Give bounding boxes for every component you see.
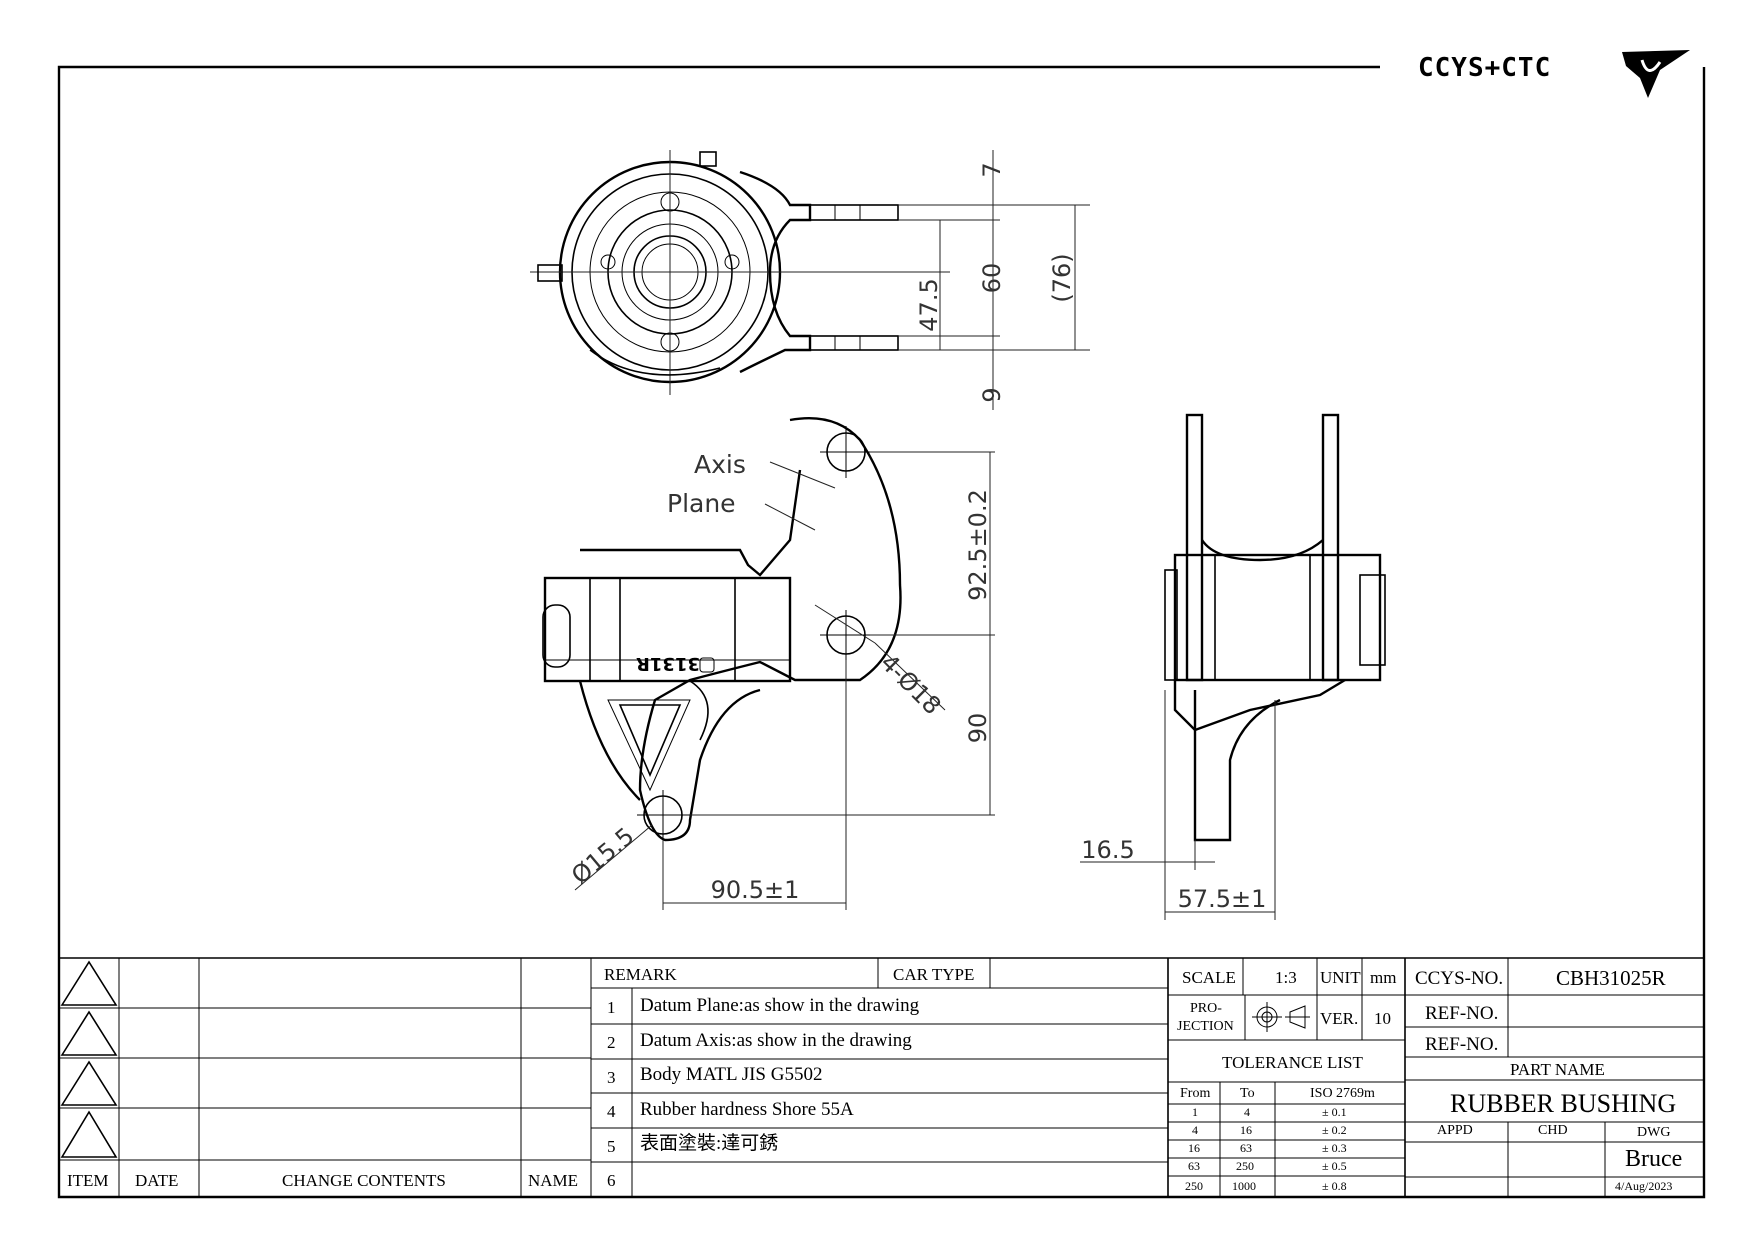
front-view bbox=[542, 417, 995, 910]
ver-value: 10 bbox=[1374, 1009, 1391, 1028]
tol-from: 4 bbox=[1192, 1123, 1198, 1137]
dim-47-5: 47.5 bbox=[915, 278, 943, 331]
side-view bbox=[1080, 413, 1386, 920]
dim-9: 9 bbox=[978, 387, 1006, 402]
remark-text: Datum Plane:as show in the drawing bbox=[640, 995, 920, 1016]
remark-no: 4 bbox=[607, 1102, 616, 1121]
ref-no-label: REF-NO. bbox=[1425, 1003, 1499, 1024]
part-name: RUBBER BUSHING bbox=[1450, 1089, 1677, 1118]
tol-from: 16 bbox=[1188, 1141, 1200, 1155]
title-block-grid bbox=[59, 957, 1704, 1197]
tol-header-iso: ISO 2769m bbox=[1310, 1086, 1375, 1101]
tol-from: 63 bbox=[1188, 1159, 1200, 1173]
remark-text: Datum Axis:as show in the drawing bbox=[640, 1030, 912, 1051]
dim-76: (76) bbox=[1048, 253, 1076, 302]
drawn-by: Bruce bbox=[1625, 1146, 1683, 1172]
tol-value: ± 0.8 bbox=[1322, 1179, 1347, 1193]
dim-4-d18: 4-Ø18 bbox=[875, 649, 947, 721]
part-mark: 3131R bbox=[636, 653, 700, 674]
rev-header-item: ITEM bbox=[67, 1171, 109, 1190]
remark-no: 1 bbox=[607, 998, 616, 1017]
dim-90: 90 bbox=[964, 713, 992, 744]
remark-no: 5 bbox=[607, 1137, 616, 1156]
remark-text: Body MATL JIS G5502 bbox=[640, 1064, 823, 1085]
tol-from: 1 bbox=[1192, 1105, 1198, 1119]
company-logo: CCYS+CTC bbox=[1418, 50, 1690, 98]
dim-90-5: 90.5±1 bbox=[711, 876, 800, 904]
tol-to: 250 bbox=[1236, 1159, 1254, 1173]
remark-header: REMARK bbox=[604, 965, 677, 984]
label-plane: Plane bbox=[667, 489, 736, 518]
label-axis: Axis bbox=[694, 450, 746, 479]
remark-no: 6 bbox=[607, 1171, 616, 1190]
chd-label: CHD bbox=[1538, 1123, 1568, 1138]
remark-no: 2 bbox=[607, 1033, 616, 1052]
tol-to: 1000 bbox=[1232, 1179, 1256, 1193]
tolerance-title: TOLERANCE LIST bbox=[1222, 1053, 1363, 1072]
tol-value: ± 0.5 bbox=[1322, 1159, 1347, 1173]
part-name-label: PART NAME bbox=[1510, 1060, 1605, 1079]
remark-no: 3 bbox=[607, 1068, 616, 1087]
remark-text: 表面塗裝:達可銹 bbox=[640, 1133, 779, 1154]
tol-from: 250 bbox=[1185, 1179, 1203, 1193]
tol-to: 4 bbox=[1244, 1105, 1250, 1119]
ccys-no-value: CBH31025R bbox=[1556, 966, 1666, 990]
appd-label: APPD bbox=[1437, 1123, 1473, 1138]
dim-92-5: 92.5±0.2 bbox=[964, 489, 992, 601]
tol-value: ± 0.3 bbox=[1322, 1141, 1347, 1155]
rev-header-name: NAME bbox=[528, 1171, 579, 1190]
unit-label: UNIT bbox=[1320, 968, 1361, 987]
top-view bbox=[530, 150, 1090, 410]
dim-16-5: 16.5 bbox=[1081, 836, 1134, 864]
svg-text:CCYS+CTC: CCYS+CTC bbox=[1418, 53, 1551, 83]
rev-header-date: DATE bbox=[135, 1171, 179, 1190]
sheet-border bbox=[57, 65, 1706, 1199]
ccys-no-label: CCYS-NO. bbox=[1415, 968, 1504, 989]
dwg-label: DWG bbox=[1637, 1125, 1671, 1140]
ref-no-label: REF-NO. bbox=[1425, 1034, 1499, 1055]
tol-header-from: From bbox=[1180, 1086, 1211, 1101]
scale-label: SCALE bbox=[1182, 968, 1236, 987]
projection-label: JECTION bbox=[1177, 1019, 1234, 1034]
tol-to: 16 bbox=[1240, 1123, 1252, 1137]
tol-value: ± 0.2 bbox=[1322, 1123, 1347, 1137]
ver-label: VER. bbox=[1320, 1009, 1359, 1028]
rev-header-change: CHANGE CONTENTS bbox=[282, 1171, 446, 1190]
tol-value: ± 0.1 bbox=[1322, 1105, 1347, 1119]
tol-header-to: To bbox=[1240, 1086, 1255, 1101]
scale-value: 1:3 bbox=[1275, 968, 1297, 987]
remark-text: Rubber hardness Shore 55A bbox=[640, 1099, 854, 1120]
car-type-label: CAR TYPE bbox=[893, 965, 975, 984]
dim-7: 7 bbox=[978, 162, 1006, 177]
dim-d15-5: Ø15.5 bbox=[566, 822, 639, 890]
dim-60: 60 bbox=[978, 263, 1006, 294]
tol-to: 63 bbox=[1240, 1141, 1252, 1155]
drawing-date: 4/Aug/2023 bbox=[1615, 1179, 1673, 1193]
projection-label: PRO- bbox=[1190, 1001, 1222, 1016]
dim-57-5: 57.5±1 bbox=[1178, 885, 1267, 913]
unit-value: mm bbox=[1370, 968, 1397, 987]
